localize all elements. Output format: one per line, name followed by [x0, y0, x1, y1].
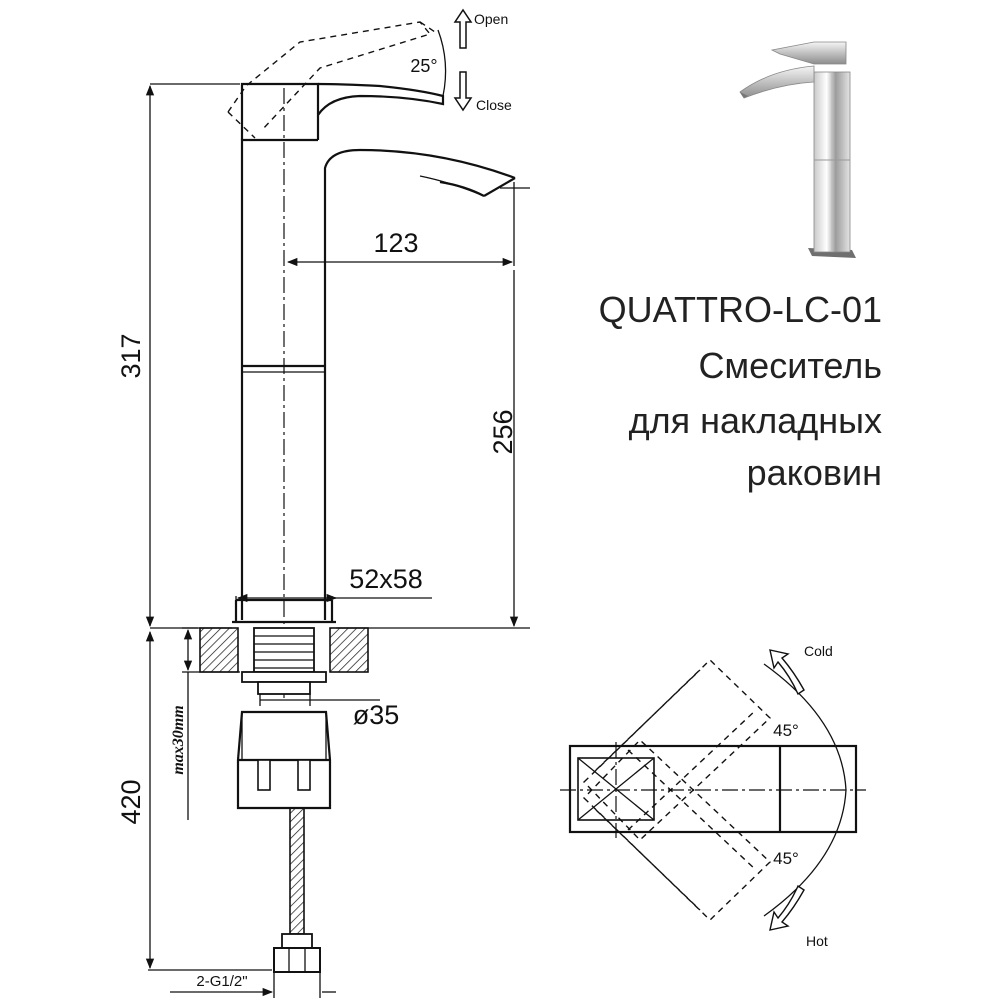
spout-reach-label: 123	[373, 228, 418, 258]
product-description-line-1: Смеситель	[698, 345, 882, 386]
connection-label: 2-G1/2"	[196, 973, 247, 990]
dimension-lines	[145, 29, 530, 998]
hot-angle-label: 45°	[773, 849, 799, 868]
cold-angle-label: 45°	[773, 721, 799, 740]
open-label: Open	[474, 11, 508, 27]
faucet-top-view: Cold Hot 45° 45°	[560, 643, 866, 949]
cold-arrow-icon	[769, 649, 805, 696]
dimension-labels: 317 123 256 52x58 ø35 max30mm 420 2-G1/2…	[116, 56, 518, 990]
faucet-side-view	[227, 21, 516, 700]
total-height-label: 317	[116, 333, 146, 378]
max-thickness-label: max30mm	[170, 705, 187, 774]
tilt-angle-label: 25°	[410, 56, 437, 76]
open-close-indicators: Open Close	[453, 8, 512, 113]
hot-label: Hot	[806, 933, 828, 949]
product-model: QUATTRO-LC-01	[598, 289, 882, 330]
product-description-line-3: раковин	[746, 452, 882, 493]
base-size-label: 52x58	[349, 564, 423, 594]
close-label: Close	[476, 97, 512, 113]
spout-height-label: 256	[488, 409, 518, 454]
mounting-hardware	[199, 627, 369, 973]
open-arrow-icon	[453, 8, 473, 49]
hot-arrow-icon	[769, 884, 805, 931]
thread-diameter-label: ø35	[353, 700, 400, 730]
product-description-line-2: для накладных	[628, 400, 882, 441]
close-arrow-icon	[453, 71, 473, 112]
hose-length-label: 420	[116, 779, 146, 824]
product-photo	[739, 41, 856, 258]
cold-label: Cold	[804, 643, 833, 659]
